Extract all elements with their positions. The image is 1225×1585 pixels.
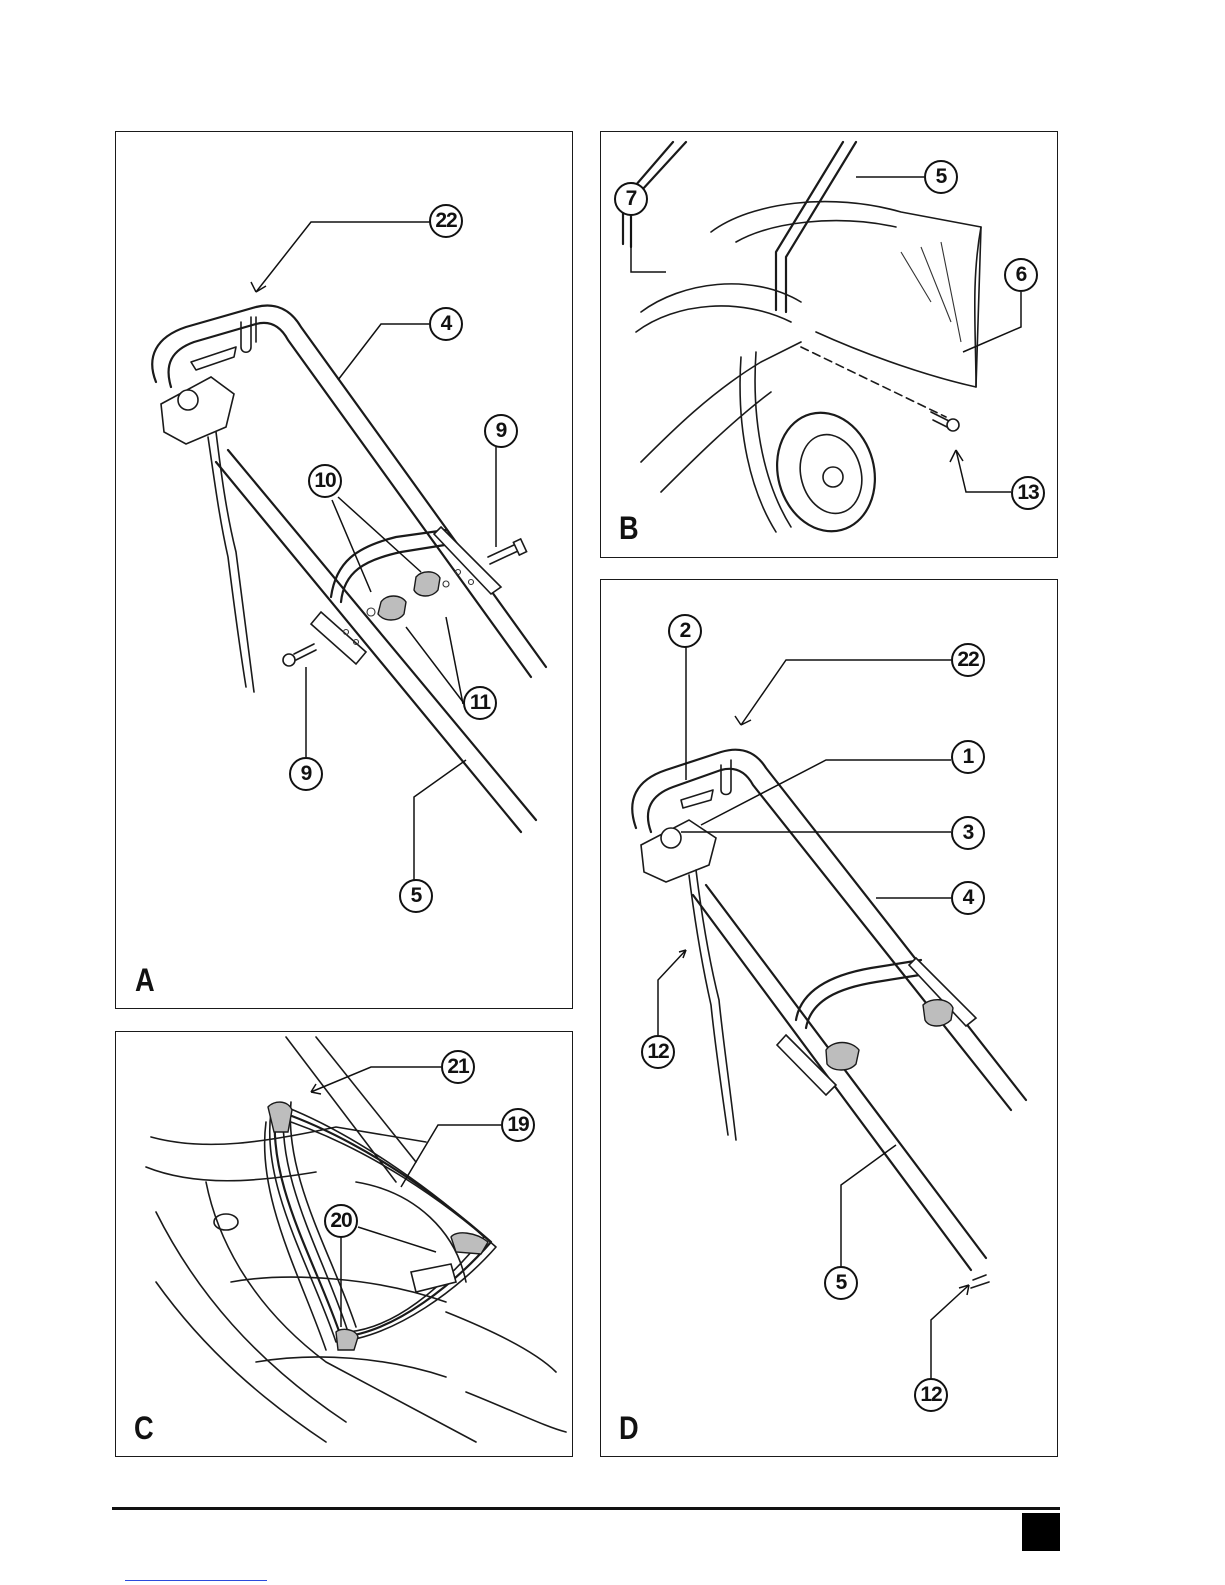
- callout-5: 5: [399, 879, 433, 913]
- grass-box-illustration-b: [601, 132, 1059, 559]
- figure-panel-d: 2 22 1 3 4 12 5 12 D: [600, 579, 1058, 1457]
- panel-letter-b: B: [619, 510, 639, 547]
- callout-13: 13: [1011, 476, 1045, 510]
- callout-21: 21: [441, 1050, 475, 1084]
- callout-22: 22: [951, 643, 985, 677]
- callout-10: 10: [308, 464, 342, 498]
- callout-3: 3: [951, 816, 985, 850]
- callout-20: 20: [324, 1204, 358, 1238]
- callout-5: 5: [924, 160, 958, 194]
- callout-12: 12: [641, 1035, 675, 1069]
- handle-assembled-illustration-d: [601, 580, 1059, 1458]
- callout-22: 22: [429, 204, 463, 238]
- cable-storage-illustration-c: [116, 1032, 574, 1458]
- panel-letter-c: C: [134, 1410, 154, 1447]
- callout-11: 11: [463, 686, 497, 720]
- figure-panel-a: 22 4 9 10 11 9 5 A: [115, 131, 573, 1009]
- callout-7: 7: [614, 182, 648, 216]
- figure-panel-c: 21 19 20 C: [115, 1031, 573, 1457]
- panel-letter-d: D: [619, 1410, 639, 1447]
- callout-4: 4: [429, 307, 463, 341]
- footer-rule: [112, 1507, 1060, 1510]
- panel-letter-a: A: [135, 962, 155, 999]
- handle-assembly-illustration-a: [116, 132, 574, 1010]
- callout-19: 19: [501, 1108, 535, 1142]
- callout-9: 9: [289, 757, 323, 791]
- callout-4: 4: [951, 881, 985, 915]
- page-number-block: [1022, 1513, 1060, 1551]
- footer-link-underline[interactable]: [125, 1580, 267, 1581]
- callout-12: 12: [914, 1378, 948, 1412]
- figure-panel-b: 7 5 6 13 B: [600, 131, 1058, 558]
- callout-6: 6: [1004, 258, 1038, 292]
- callout-2: 2: [668, 614, 702, 648]
- callout-1: 1: [951, 740, 985, 774]
- callout-5: 5: [824, 1266, 858, 1300]
- callout-9: 9: [484, 414, 518, 448]
